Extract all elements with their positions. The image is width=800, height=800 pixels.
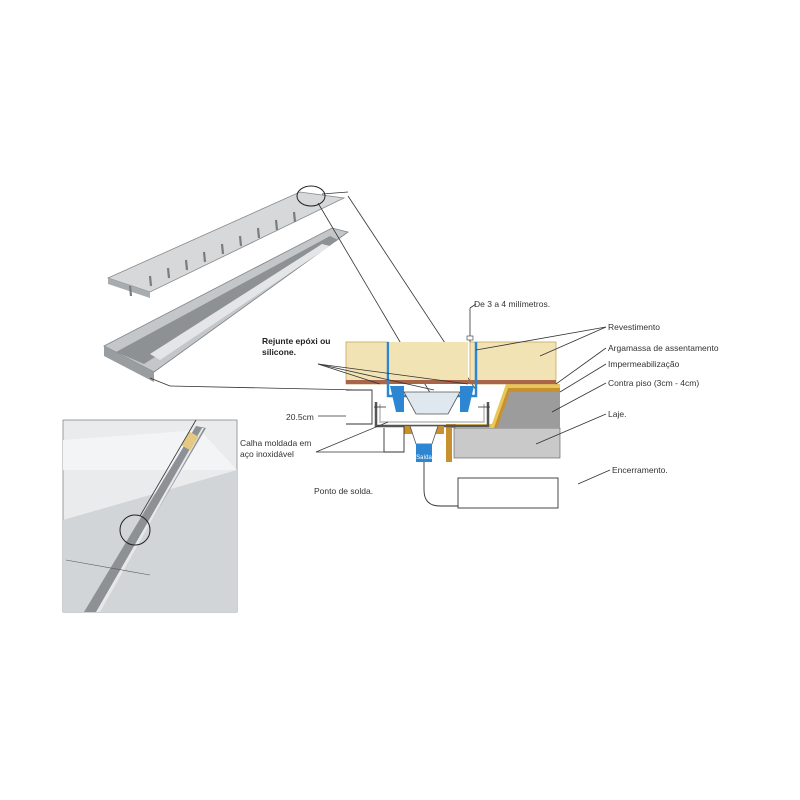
tile-left [345, 341, 389, 385]
label-medida: 20.5cm [286, 412, 314, 422]
zoom-circle [296, 185, 326, 207]
edge-profile [346, 389, 373, 425]
photo-zoom-circle [119, 514, 151, 546]
photo-inset [62, 419, 238, 613]
label-rejunte: Rejunte epóxi ou silicone. [262, 336, 331, 357]
gap-marker [466, 335, 474, 341]
grate-teeth [128, 211, 297, 297]
profile-leader-a [149, 377, 171, 387]
profile-leader-b [169, 385, 361, 391]
label-calha-wrap: Calha moldada em aço inoxidável [240, 438, 312, 459]
photo-tape [181, 431, 199, 451]
grout-pocket-right [460, 386, 474, 412]
label-ponto: Ponto de solda. [314, 486, 373, 496]
outlet-bracket [383, 426, 405, 453]
leader-gap [469, 303, 477, 309]
label-revestimento: Revestimento [608, 322, 660, 332]
zoom-tick [321, 191, 349, 195]
leader-rejunte-a [317, 363, 381, 385]
steel-channel-inner [379, 404, 485, 423]
leader-argamassa [555, 347, 607, 385]
leader-rejunte-b [317, 363, 435, 391]
channel-slot-highlight [150, 244, 330, 360]
leader-impermeabilizacao [559, 363, 607, 393]
drain-pipe-curve [423, 462, 458, 507]
channel-slot [116, 236, 338, 364]
label-gap: De 3 a 4 milímetros. [474, 299, 550, 309]
leader-rejunte-c [317, 363, 469, 385]
outlet-pipe [416, 444, 432, 462]
cross-section: Saída [345, 308, 561, 509]
label-contrapiso: Contra piso (3cm - 4cm) [608, 378, 699, 388]
slab-layer [453, 427, 561, 459]
outlet-funnel [409, 425, 439, 445]
leader-revestimento-a [475, 326, 607, 351]
leader-contrapiso [551, 382, 607, 413]
exploded-drain-profile [103, 185, 349, 382]
photo-drain-highlight [96, 428, 204, 612]
tile-centre [390, 342, 468, 380]
leader-laje [535, 413, 607, 445]
label-rejunte-wrap: Rejunte epóxi ou silicone. [262, 336, 331, 357]
grate-bar-edge [108, 278, 150, 298]
label-impermeabilizacao: Impermeabilização [608, 359, 680, 369]
leader-calha-b [315, 421, 389, 453]
label-laje: Laje. [608, 409, 626, 419]
tile-right [469, 341, 557, 385]
leader-revestimento-b [539, 326, 607, 357]
screed-layer [496, 392, 560, 428]
label-calha: Calha moldada em aço inoxidável [240, 438, 312, 459]
channel-front [104, 346, 154, 382]
label-argamassa: Argamassa de assentamento [608, 343, 719, 353]
photo-leader [139, 419, 197, 517]
label-forro: Encerramento. [612, 465, 668, 475]
grate-section [403, 391, 461, 415]
leader-forro [577, 469, 611, 485]
finish-block [457, 477, 559, 509]
grout-pocket-left [390, 386, 404, 412]
photo-line [65, 559, 151, 576]
outlet-label: Saída [416, 455, 432, 461]
